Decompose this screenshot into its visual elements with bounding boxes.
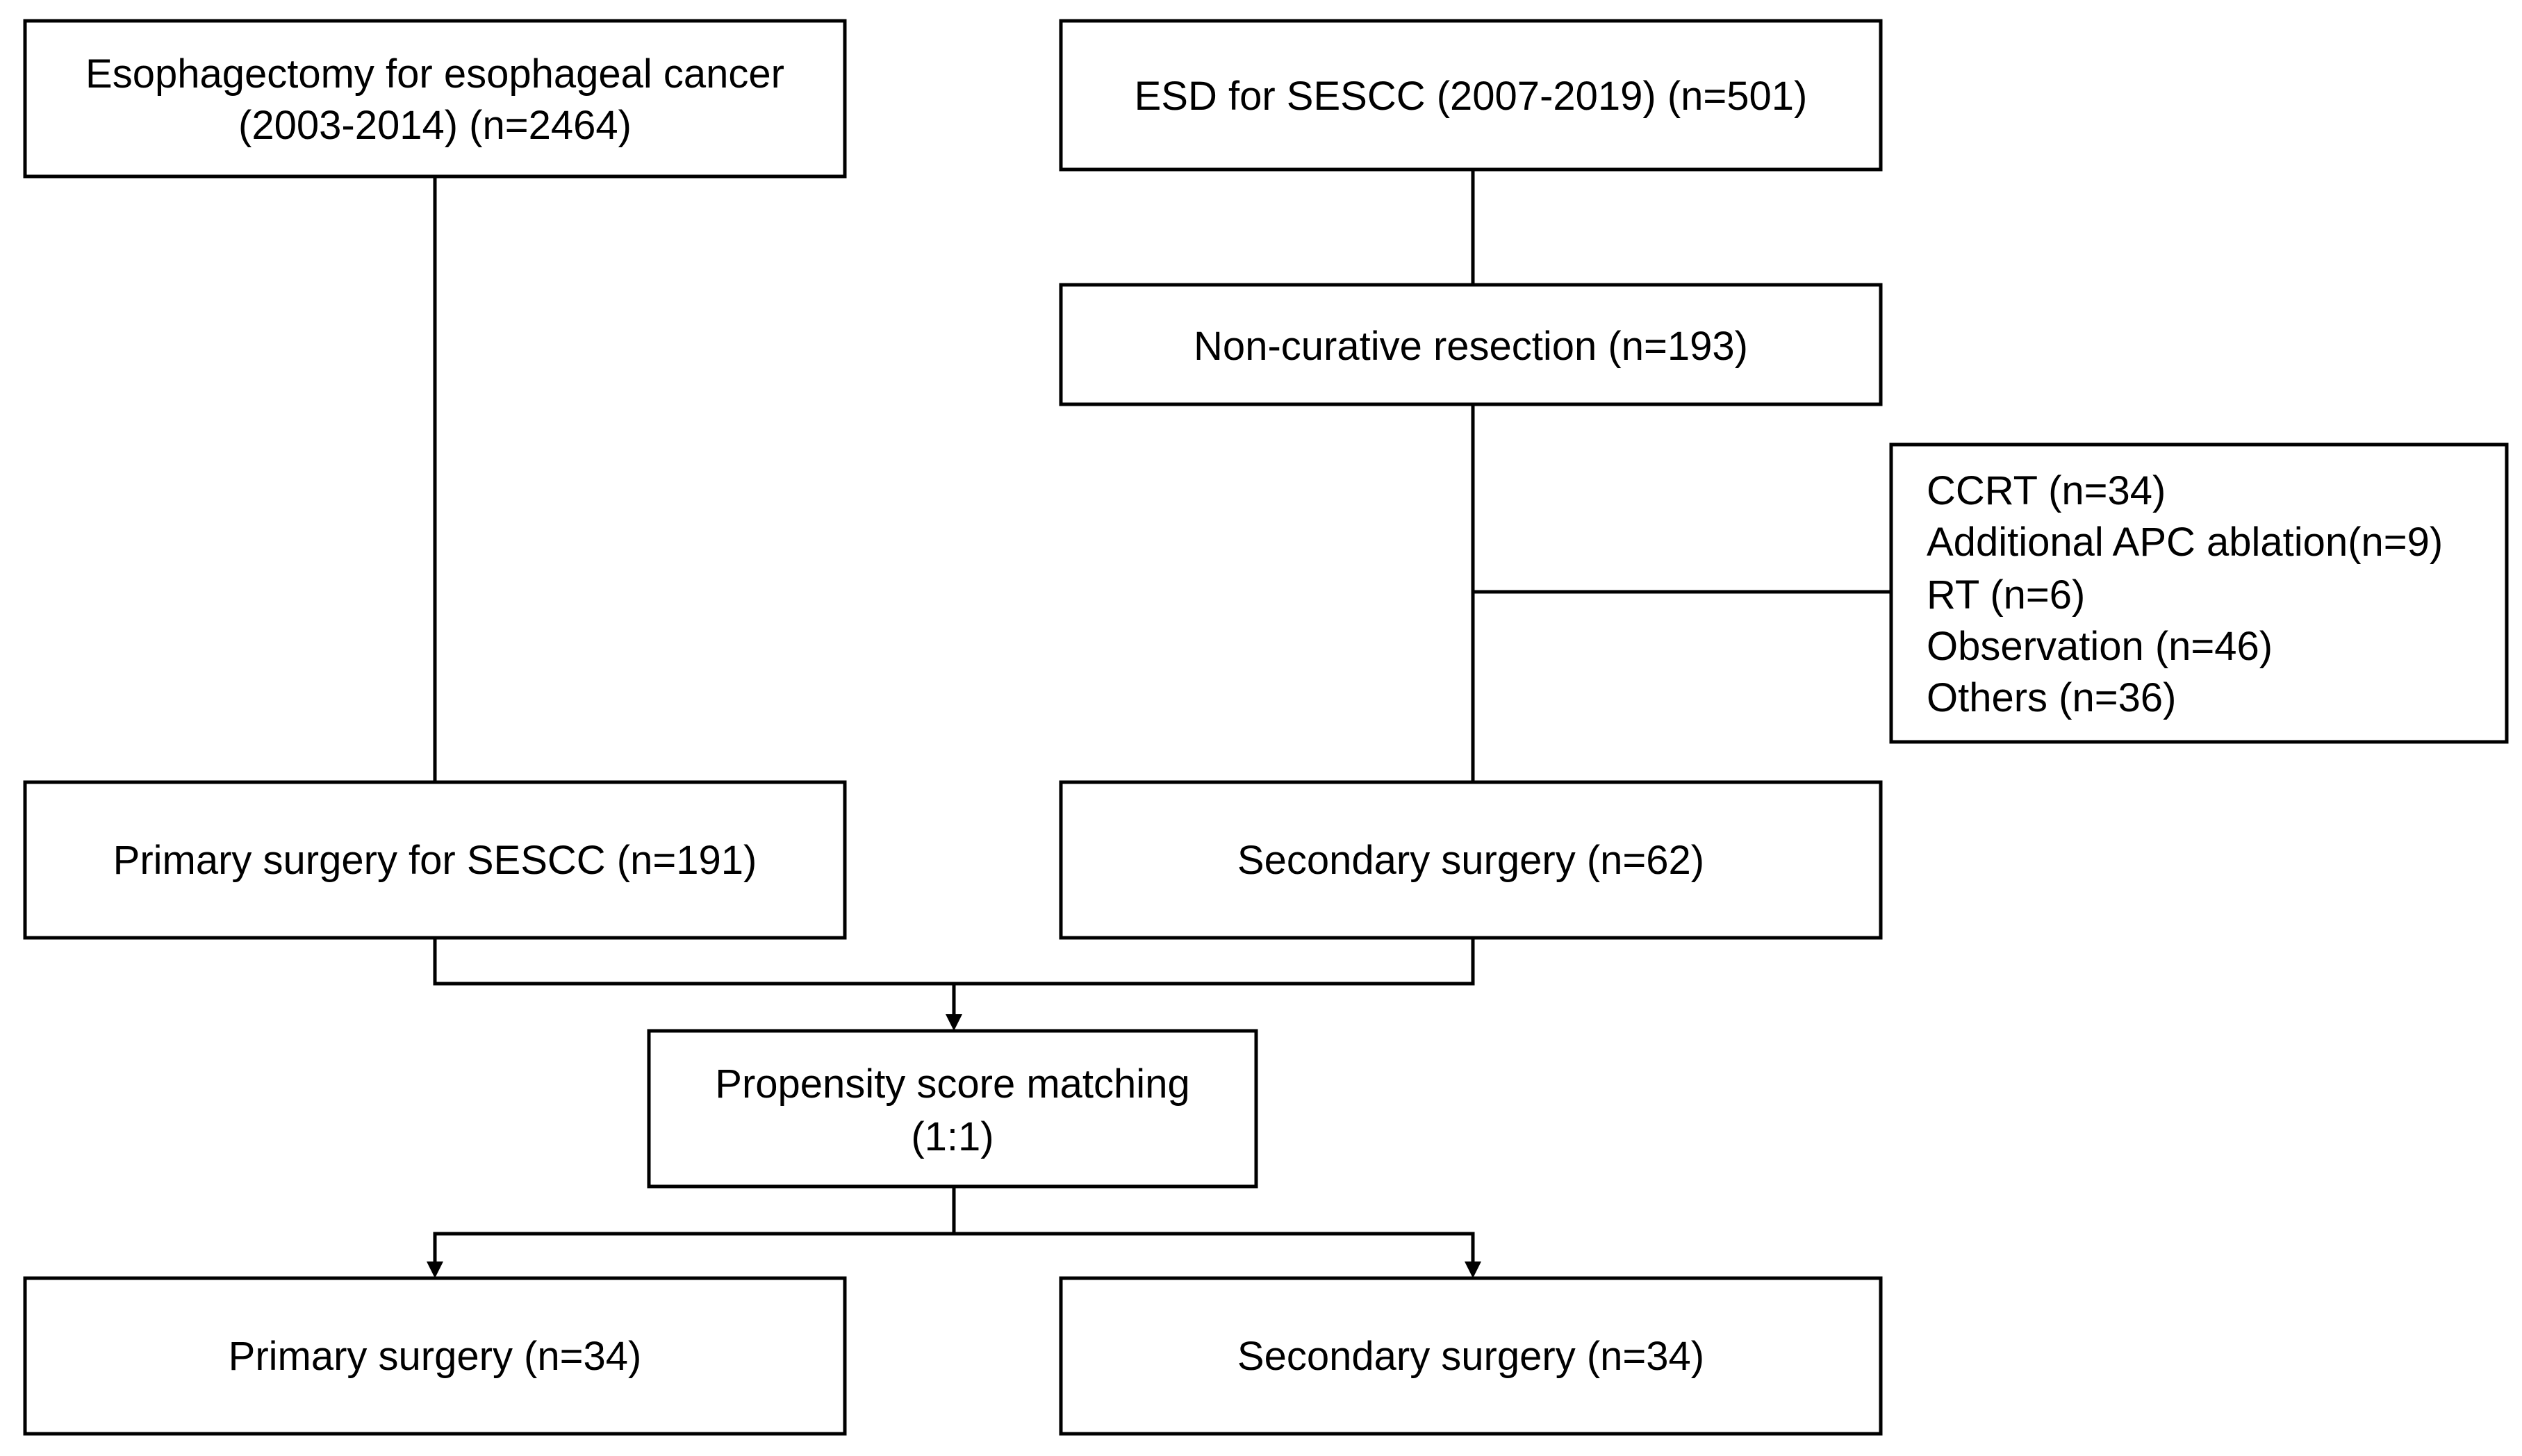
secondary-matched-line1: Secondary surgery (n=34) (1237, 1334, 1704, 1379)
other-treatment-item: CCRT (n=34) (1927, 468, 2166, 513)
box-esophagectomy: Esophagectomy for esophageal cancer (200… (23, 19, 847, 179)
primary-surgery-sescc-line1: Primary surgery for SESCC (n=191) (113, 838, 757, 883)
box-primary-matched: Primary surgery (n=34) (23, 1276, 847, 1436)
esophagectomy-line2: (2003-2014) (n=2464) (238, 103, 632, 148)
box-primary-surgery-sescc: Primary surgery for SESCC (n=191) (23, 780, 847, 940)
esd-line1: ESD for SESCC (2007-2019) (n=501) (1135, 74, 1808, 119)
secondary-surgery-line1: Secondary surgery (n=62) (1237, 838, 1704, 883)
other-treatment-item: RT (n=6) (1927, 572, 2085, 618)
box-secondary-surgery: Secondary surgery (n=62) (1059, 780, 1883, 940)
esophagectomy-line1: Esophagectomy for esophageal cancer (85, 51, 784, 97)
other-treatment-item: Others (n=36) (1927, 675, 2176, 720)
arrowhead-to-primary-matched (427, 1261, 443, 1278)
box-non-curative: Non-curative resection (n=193) (1059, 283, 1883, 406)
psm-line1: Propensity score matching (715, 1061, 1189, 1107)
primary-matched-line1: Primary surgery (n=34) (229, 1334, 642, 1379)
box-other-treatments: CCRT (n=34) Additional APC ablation(n=9)… (1889, 442, 2509, 744)
connector-split (433, 1232, 1475, 1264)
other-treatment-item: Additional APC ablation(n=9) (1927, 520, 2443, 565)
connector-merge-to-psm (433, 938, 1475, 986)
other-treatment-item: Observation (n=46) (1927, 624, 2273, 669)
arrowhead-to-psm (946, 1014, 962, 1031)
connectors (427, 169, 1891, 1278)
box-esd: ESD for SESCC (2007-2019) (n=501) (1059, 19, 1883, 172)
psm-line2: (1:1) (911, 1114, 994, 1159)
box-secondary-matched: Secondary surgery (n=34) (1059, 1276, 1883, 1436)
box-propensity-score-matching: Propensity score matching (1:1) (647, 1029, 1258, 1189)
arrowhead-to-secondary-matched (1465, 1261, 1481, 1278)
non-curative-line1: Non-curative resection (n=193) (1194, 324, 1748, 369)
